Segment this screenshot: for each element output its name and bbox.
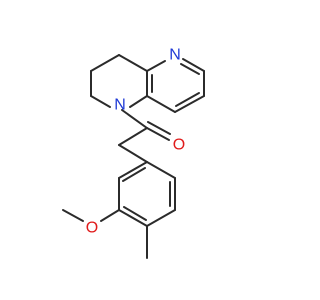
bond-ring-ether-o (100, 209, 120, 222)
bond-c7-c8-inner (175, 92, 200, 107)
substituents (62, 209, 148, 259)
bond-n5-c6 (182, 58, 205, 72)
bond-c2-c3 (90, 54, 120, 72)
bond-ether-o-methyl (62, 209, 84, 222)
ether-oxygen-label: O (86, 220, 98, 237)
bond-carbonyl-double-b (147, 121, 171, 135)
benzene-ring (118, 161, 176, 227)
bond-ch2-aryl (118, 144, 148, 163)
bond-c4-n1 (90, 95, 111, 108)
acyl-chain (118, 109, 171, 163)
bond-b1-b2-inner (122, 167, 146, 182)
pyridine-ring (146, 58, 205, 113)
bond-b1-b2 (118, 161, 148, 179)
molecule-structure-diagram: N N O O (62, 47, 205, 259)
carbonyl-oxygen-label: O (173, 137, 185, 154)
saturated-ring (90, 54, 148, 108)
bond-b6-b1 (146, 161, 176, 179)
bond-b3-b4 (118, 209, 148, 227)
bond-c7-c8 (174, 95, 205, 113)
bond-c4a-n5 (146, 60, 166, 72)
pyridine-nitrogen-label: N (169, 47, 181, 64)
bond-carbonyl-double-a (146, 127, 170, 141)
bond-n5-c6-inner (180, 63, 200, 75)
bond-carbonyl-ch2 (118, 127, 148, 146)
bond-b4-b5 (146, 209, 176, 227)
bond-n1-c8a (129, 95, 148, 108)
amide-nitrogen-label: N (114, 97, 126, 114)
bond-b3-b4-inner (123, 206, 147, 221)
bond-c8-c8a (146, 95, 176, 113)
bond-c2-c4a (118, 54, 148, 72)
bond-n1-carbonyl-c (121, 109, 148, 129)
